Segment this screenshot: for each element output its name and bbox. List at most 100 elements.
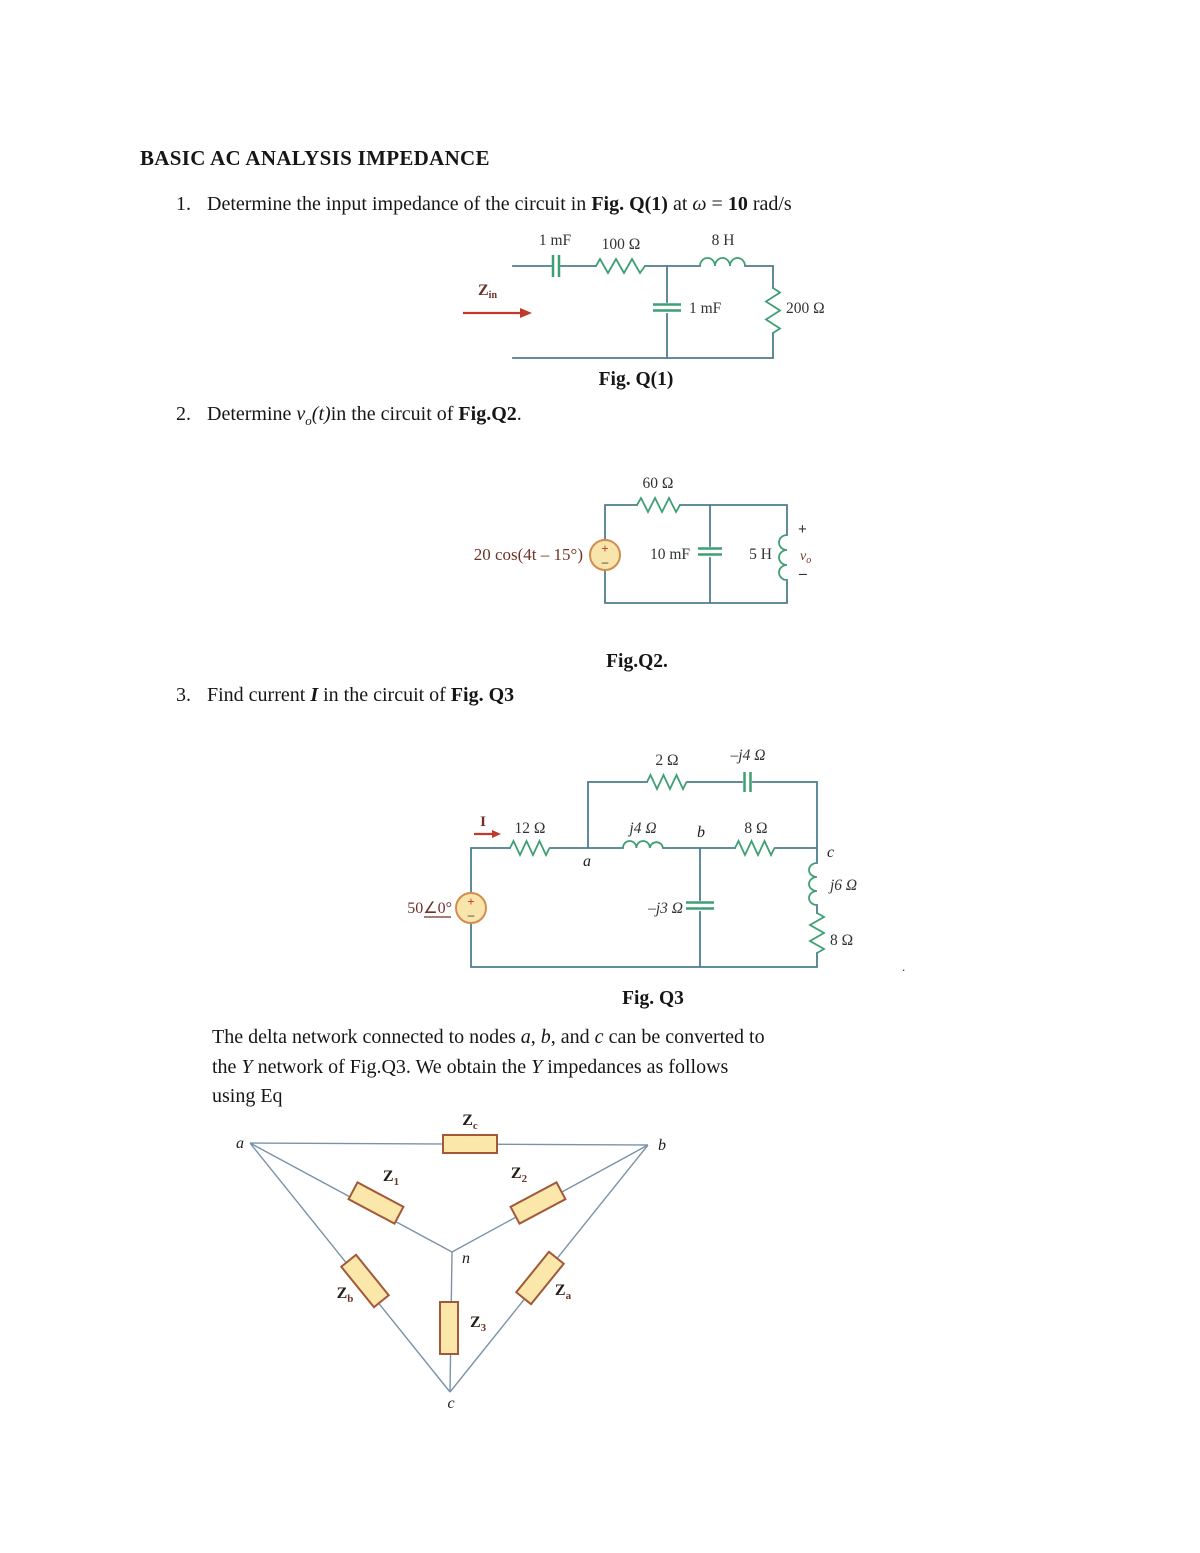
item-number: 2. [176, 403, 191, 425]
capacitor-symbol [686, 901, 714, 910]
fig-q2-caption: Fig.Q2. [606, 651, 668, 672]
text-segment: , [530, 1026, 541, 1048]
fig-q2-circuit: + – 60 Ω 10 mF 5 H + vo – 20 cos(4t – 15… [474, 475, 811, 604]
text-segment: Determine [207, 403, 297, 425]
label-zc: Zc [462, 1112, 478, 1132]
item-text: Determine the input impedance of the cir… [207, 193, 792, 215]
current-i-symbol: I [310, 684, 319, 706]
t-symbol: (t) [311, 403, 331, 425]
label-resistor-2: 2 Ω [655, 752, 678, 769]
paragraph-line: the Y network of Fig.Q3. We obtain the Y… [212, 1053, 765, 1083]
capacitor-symbol [743, 772, 752, 792]
impedance-box-z1 [347, 1181, 405, 1225]
label-inductor-j4: j4 Ω [627, 820, 656, 837]
fig-q1-caption: Fig. Q(1) [598, 369, 674, 390]
label-capacitor-j4: –j4 Ω [730, 747, 766, 764]
label-zin: Zin [478, 282, 497, 301]
label-resistor-8: 8 Ω [744, 820, 767, 837]
node-a-ref: a [520, 1026, 531, 1048]
fig-q1-circuit: 1 mF 100 Ω 8 H 1 mF 200 Ω Zin [463, 232, 825, 359]
text-segment-bold: Fig. Q(1) [591, 193, 668, 215]
wires [512, 265, 774, 359]
label-capacitor-10mf: 10 mF [650, 546, 690, 563]
item-number: 3. [176, 684, 191, 706]
problem-item-3: 3. Find current I in the circuit of Fig. … [176, 684, 514, 707]
resistor-symbol [808, 912, 826, 954]
source-plus-icon: + [601, 541, 608, 556]
y-symbol: Y [531, 1055, 543, 1078]
resistor-symbol [646, 772, 688, 792]
text-segment: at [667, 193, 693, 215]
label-z1: Z1 [383, 1168, 399, 1188]
item-text: Determine vo(t)in the circuit of Fig.Q2. [207, 403, 522, 428]
label-series-capacitor: 1 mF [539, 232, 572, 249]
y-symbol: Y [241, 1055, 253, 1078]
impedance-box-zb [339, 1253, 391, 1309]
resistor-symbol [595, 257, 646, 275]
wires [470, 781, 818, 968]
label-inductor-j6: j6 Ω [828, 877, 857, 894]
label-source-voltage: 20 cos(4t – 15°) [474, 545, 583, 564]
node-b-label: b [697, 824, 705, 841]
resistor-symbol [636, 495, 681, 515]
vo-subscript: o [305, 413, 312, 428]
omega-symbol: ω [692, 193, 707, 215]
fig-q3-circuit: + – I 12 Ω a j4 Ω b 8 Ω 2 Ω –j4 Ω c j6 Ω… [407, 747, 905, 974]
source-minus-icon: – [601, 554, 609, 569]
inductor-symbol [699, 257, 746, 267]
delta-y-diagram: Zc Z1 Z2 Zb Za Z3 a b n c [236, 1112, 666, 1412]
text-segment: using Eq [212, 1085, 283, 1107]
inductor-symbol [622, 840, 664, 849]
text-segment: the [212, 1055, 242, 1078]
text-segment: The delta network connected to nodes [212, 1026, 521, 1048]
text-segment: Find current [207, 684, 311, 706]
label-resistor-200: 200 Ω [786, 300, 825, 317]
text-segment-bold: Fig. Q3 [450, 684, 515, 706]
label-resistor-60: 60 Ω [643, 475, 674, 492]
stray-period: . [902, 959, 905, 974]
vo-plus-sign: + [798, 521, 807, 538]
text-segment: Determine the input impedance of the cir… [207, 193, 592, 215]
page-title: BASIC AC ANALYSIS IMPEDANCE [140, 146, 490, 170]
label-zb: Zb [337, 1285, 354, 1305]
label-z3: Z3 [470, 1314, 487, 1334]
fig-q3-caption: Fig. Q3 [622, 988, 684, 1009]
label-shunt-capacitor: 1 mF [689, 300, 722, 317]
node-a-label: a [236, 1135, 244, 1152]
capacitor-symbol [698, 547, 722, 556]
text-segment: in the circuit of [330, 403, 459, 425]
text-segment: . [516, 403, 522, 425]
resistor-symbol [509, 838, 551, 858]
label-capacitor-j3: –j3 Ω [647, 900, 683, 917]
vo-minus-sign: – [798, 565, 807, 582]
delta-paragraph: The delta network connected to nodes a , … [212, 1023, 765, 1112]
source-plus-icon: + [467, 894, 474, 909]
zin-arrowhead-icon [520, 308, 532, 318]
item-text: Find current I in the circuit of Fig. Q3 [207, 684, 514, 706]
label-za: Za [555, 1282, 572, 1302]
node-a-label: a [583, 853, 591, 870]
impedance-box-z2 [509, 1181, 567, 1225]
inductor-symbol [808, 862, 818, 906]
impedance-box-zc [442, 1134, 498, 1154]
text-segment: , and [550, 1026, 595, 1048]
text-segment-bold: Fig.Q2 [458, 403, 517, 425]
node-b-label: b [658, 1137, 666, 1154]
text-segment: = [706, 193, 728, 215]
text-segment: rad/s [747, 193, 792, 215]
label-z2: Z2 [511, 1165, 528, 1185]
problem-item-1: 1. Determine the input impedance of the c… [176, 193, 792, 216]
item-number: 1. [176, 193, 191, 215]
voltage-source [589, 539, 621, 571]
capacitor-symbol [653, 303, 681, 312]
capacitor-symbol [551, 255, 561, 277]
text-segment: impedances as follows [542, 1055, 729, 1078]
node-c-label: c [827, 844, 834, 861]
label-resistor-100: 100 Ω [602, 236, 641, 253]
label-resistor-12: 12 Ω [515, 820, 546, 837]
resistor-symbol [734, 838, 776, 858]
problem-item-2: 2. Determine vo(t)in the circuit of Fig.Q… [176, 403, 522, 429]
inductor-symbol [778, 534, 788, 581]
label-inductor-5h: 5 H [749, 546, 772, 563]
